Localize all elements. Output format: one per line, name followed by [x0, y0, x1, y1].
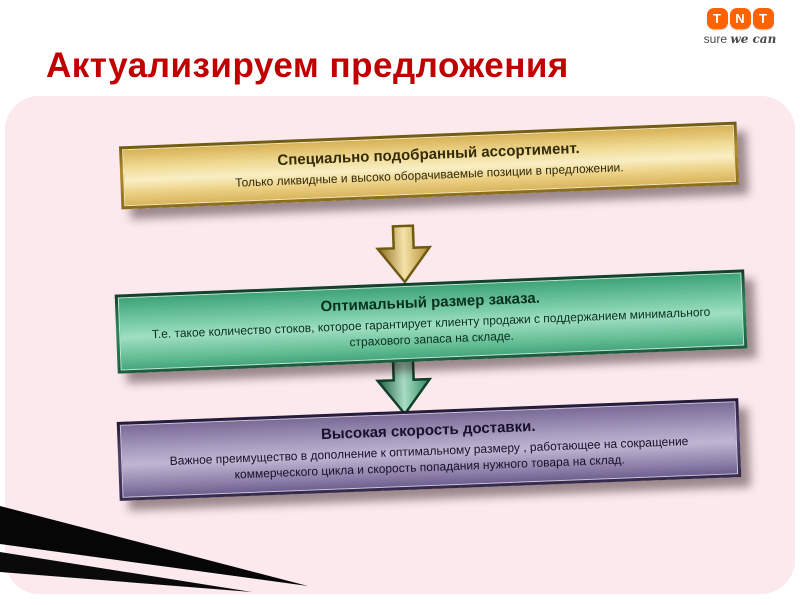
tnt-logo: T N T sure we can: [694, 8, 786, 46]
logo-tagline-script: we can: [730, 32, 777, 46]
logo-tagline: sure we can: [694, 32, 786, 46]
logo-letter: T: [752, 8, 774, 29]
page-title: Актуализируем предложения: [46, 46, 569, 85]
logo-tagline-prefix: sure: [703, 32, 731, 46]
logo-letter: N: [729, 8, 751, 29]
tnt-logo-letters: T N T: [694, 8, 786, 29]
down-arrow-gold-icon: [371, 223, 437, 292]
logo-letter: T: [706, 8, 728, 29]
decorative-ribbon: [0, 494, 330, 605]
